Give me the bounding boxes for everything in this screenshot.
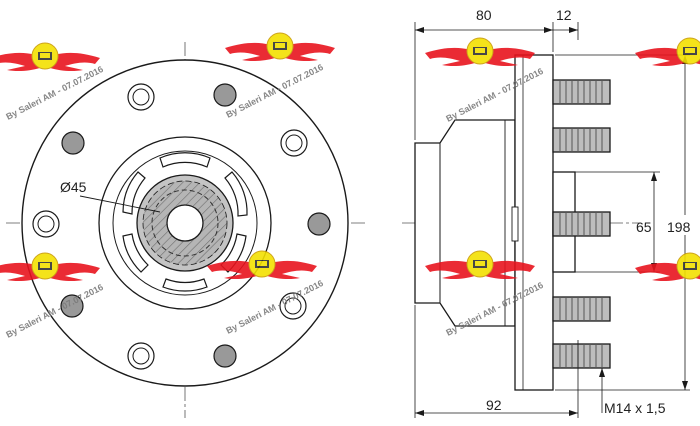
watermark-logo (634, 252, 700, 282)
lightening-holes (32, 83, 308, 370)
watermark-logo (0, 42, 101, 72)
curved-slots (122, 152, 248, 292)
hole-ring (127, 342, 155, 370)
front-view: Ø45 (6, 42, 368, 418)
stud-hole (60, 294, 84, 318)
hole-ring (127, 83, 155, 111)
hole-ring (32, 210, 60, 238)
wheel-studs (552, 79, 611, 369)
dim-80-label: 80 (476, 7, 492, 23)
slot (162, 278, 208, 292)
dim-92-label: 92 (486, 397, 502, 413)
bore-leader-line (79, 195, 161, 213)
watermark-logo (224, 32, 336, 62)
hole-ring (280, 129, 308, 157)
slot (159, 152, 211, 168)
bore-diameter-label: Ø45 (60, 179, 87, 195)
stud (552, 79, 611, 105)
stud-hole (307, 212, 331, 236)
dim-12-label: 12 (556, 7, 572, 23)
dim-198-label: 198 (667, 219, 691, 235)
dim-65-label: 65 (636, 219, 652, 235)
stud (552, 296, 611, 322)
thread-spec-label: M14 x 1,5 (604, 400, 666, 416)
slot (122, 233, 149, 273)
flange-plate (514, 54, 554, 391)
hole-ring (279, 292, 307, 320)
stud-holes (60, 83, 331, 368)
hub-ring-2 (112, 150, 258, 296)
stud-hole (213, 344, 237, 368)
hub-barrel (414, 119, 516, 327)
side-view (402, 54, 640, 391)
stud (552, 127, 611, 153)
center-bore (166, 204, 204, 242)
bearing-inner-ring (151, 189, 219, 257)
dimension-arrows (415, 27, 688, 416)
slot (224, 171, 248, 217)
stud (552, 211, 611, 237)
stud-hole (213, 83, 237, 107)
stud-hole (61, 131, 85, 155)
flange-notch (511, 206, 519, 242)
watermark-logo (634, 37, 700, 67)
stud (552, 343, 611, 369)
